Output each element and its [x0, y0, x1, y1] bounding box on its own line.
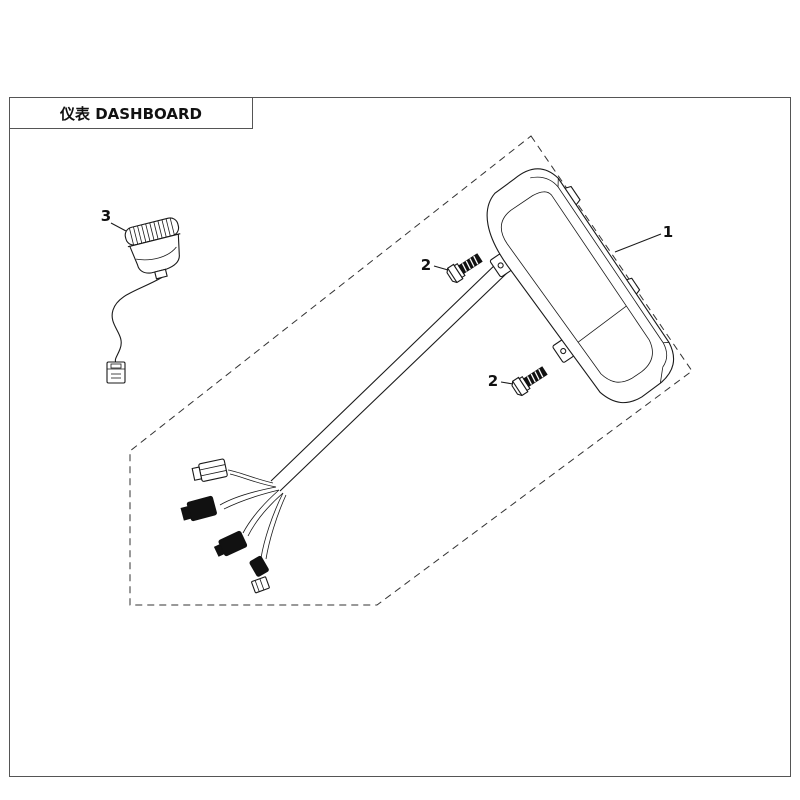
leader-line-2-upper [433, 265, 449, 271]
leader-line-3 [110, 222, 127, 232]
bolt-lower-drawing [509, 362, 550, 398]
leader-line-2-lower [500, 381, 514, 385]
callout-1: 1 [663, 223, 673, 241]
cluster-top-tab-1 [564, 185, 581, 206]
cluster-bevel-line [530, 176, 667, 368]
drawing-border [9, 97, 791, 777]
page-title: 仪表 DASHBOARD [59, 105, 202, 123]
callout-2-lower: 2 [488, 372, 498, 390]
dashboard-cluster-drawing [486, 168, 675, 404]
harness-cable [270, 261, 508, 492]
title-box [9, 97, 253, 129]
harness-connector-white-1 [191, 458, 228, 482]
sensor-body [129, 233, 180, 274]
callout-3: 3 [101, 207, 111, 225]
cluster-lens-bezel [500, 191, 653, 383]
sensor-drawing [124, 217, 181, 280]
callout-2-upper: 2 [421, 256, 431, 274]
harness-connector-white-2 [251, 576, 270, 594]
cluster-lens-divider [578, 305, 627, 343]
leader-line-1 [614, 233, 662, 253]
harness-strands [219, 469, 287, 560]
sensor-cable [111, 277, 163, 364]
sensor-cap-ribs [128, 217, 175, 246]
sensor-connector [106, 361, 126, 384]
sensor-wire-boot [154, 268, 168, 280]
bolt-upper-drawing [444, 249, 485, 285]
harness-connector-black-1 [180, 495, 217, 522]
harness-connector-black-2 [213, 530, 248, 557]
cluster-outline [486, 168, 675, 404]
harness-connector-black-3 [249, 555, 269, 577]
